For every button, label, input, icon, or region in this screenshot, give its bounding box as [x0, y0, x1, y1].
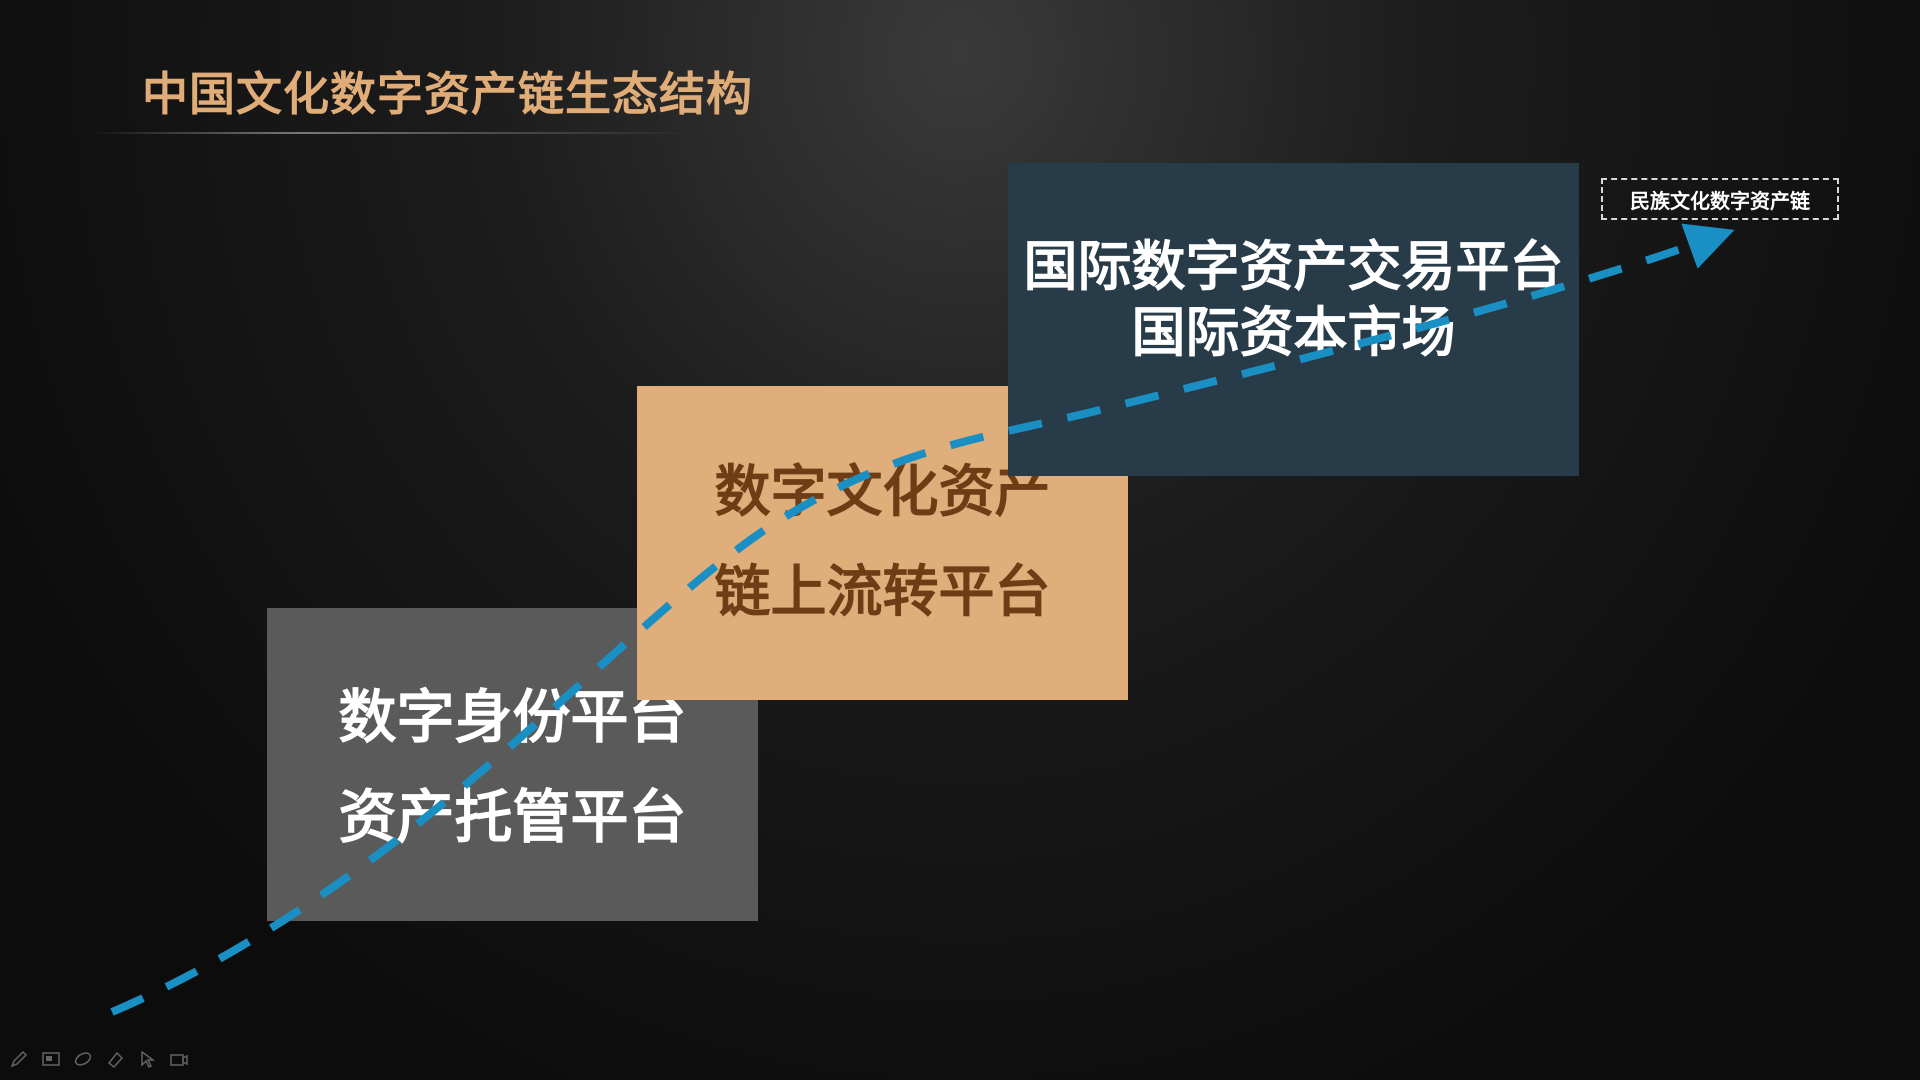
presentation-toolbar: [8, 1048, 190, 1070]
title-underline: [90, 132, 690, 134]
digital-identity-line1: 数字身份平台: [338, 682, 687, 751]
eraser-shape-icon[interactable]: [72, 1048, 94, 1070]
digital-culture-line2: 链上流转平台: [714, 560, 1051, 625]
digital-culture-line1: 数字文化资产: [714, 460, 1051, 525]
eraser-icon[interactable]: [104, 1048, 126, 1070]
camera-icon[interactable]: [168, 1048, 190, 1070]
international-exchange-box: 国际数字资产交易平台 国际资本市场: [1008, 163, 1579, 476]
slide-title: 中国文化数字资产链生态结构: [142, 67, 753, 121]
digital-identity-line2: 资产托管平台: [338, 782, 687, 851]
international-exchange-line1: 国际数字资产交易平台: [1023, 234, 1564, 298]
pointer-icon[interactable]: [136, 1048, 158, 1070]
pen-icon[interactable]: [8, 1048, 30, 1070]
screen-icon[interactable]: [40, 1048, 62, 1070]
international-exchange-line2: 国际资本市场: [1131, 300, 1456, 364]
ethnic-culture-chain-tag: 民族文化数字资产链: [1601, 178, 1839, 220]
